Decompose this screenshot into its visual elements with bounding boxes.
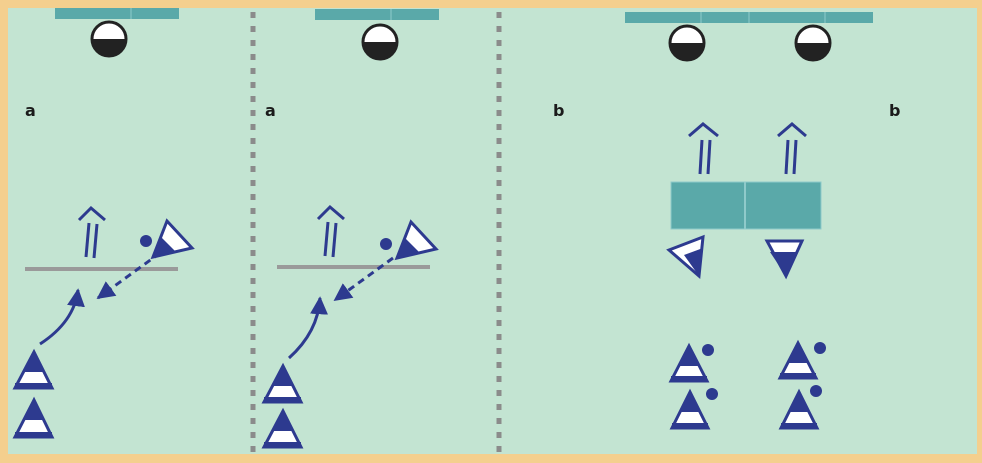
double-arrow-up-icon bbox=[77, 205, 106, 259]
field-background bbox=[8, 8, 982, 459]
triangle-cone-icon bbox=[261, 362, 304, 404]
triangle-cone-icon bbox=[150, 218, 195, 260]
rectangular-goal-icon bbox=[670, 181, 822, 230]
dot-icon bbox=[814, 342, 826, 354]
triangle-cone-icon bbox=[764, 239, 805, 280]
dot-icon bbox=[380, 238, 392, 250]
triangle-cone-icon bbox=[668, 342, 710, 383]
triangle-cone-icon bbox=[777, 339, 819, 380]
dot-icon bbox=[140, 235, 152, 247]
dot-icon bbox=[702, 344, 714, 356]
top-goal-1 bbox=[55, 8, 179, 19]
dot-icon bbox=[706, 388, 718, 400]
top-goal-3 bbox=[625, 12, 873, 23]
half-filled-circle-icon bbox=[794, 24, 832, 62]
panel-label-3-left: b bbox=[553, 101, 565, 120]
curved-arrow-icon bbox=[287, 296, 329, 360]
curved-arrow-icon bbox=[39, 288, 85, 346]
half-filled-circle-icon bbox=[361, 23, 399, 61]
triangle-cone-icon bbox=[12, 396, 55, 439]
triangle-cone-icon bbox=[666, 234, 705, 280]
triangle-cone-icon bbox=[778, 388, 820, 430]
dot-icon bbox=[810, 385, 822, 397]
top-goal-2 bbox=[315, 9, 439, 20]
half-filled-circle-icon bbox=[90, 20, 128, 58]
double-arrow-up-icon bbox=[777, 122, 807, 175]
panel-label-2: a bbox=[265, 101, 276, 120]
triangle-cone-icon bbox=[12, 348, 55, 390]
panel-label-3-right: b bbox=[889, 101, 901, 120]
panel-label-1: a bbox=[25, 101, 36, 120]
double-arrow-up-icon bbox=[316, 204, 345, 258]
double-arrow-up-icon bbox=[688, 122, 719, 175]
triangle-cone-icon bbox=[669, 388, 711, 430]
dashed-arrow-icon bbox=[96, 251, 161, 300]
triangle-cone-icon bbox=[261, 407, 304, 449]
triangle-cone-icon bbox=[394, 219, 439, 261]
half-filled-circle-icon bbox=[668, 24, 706, 62]
